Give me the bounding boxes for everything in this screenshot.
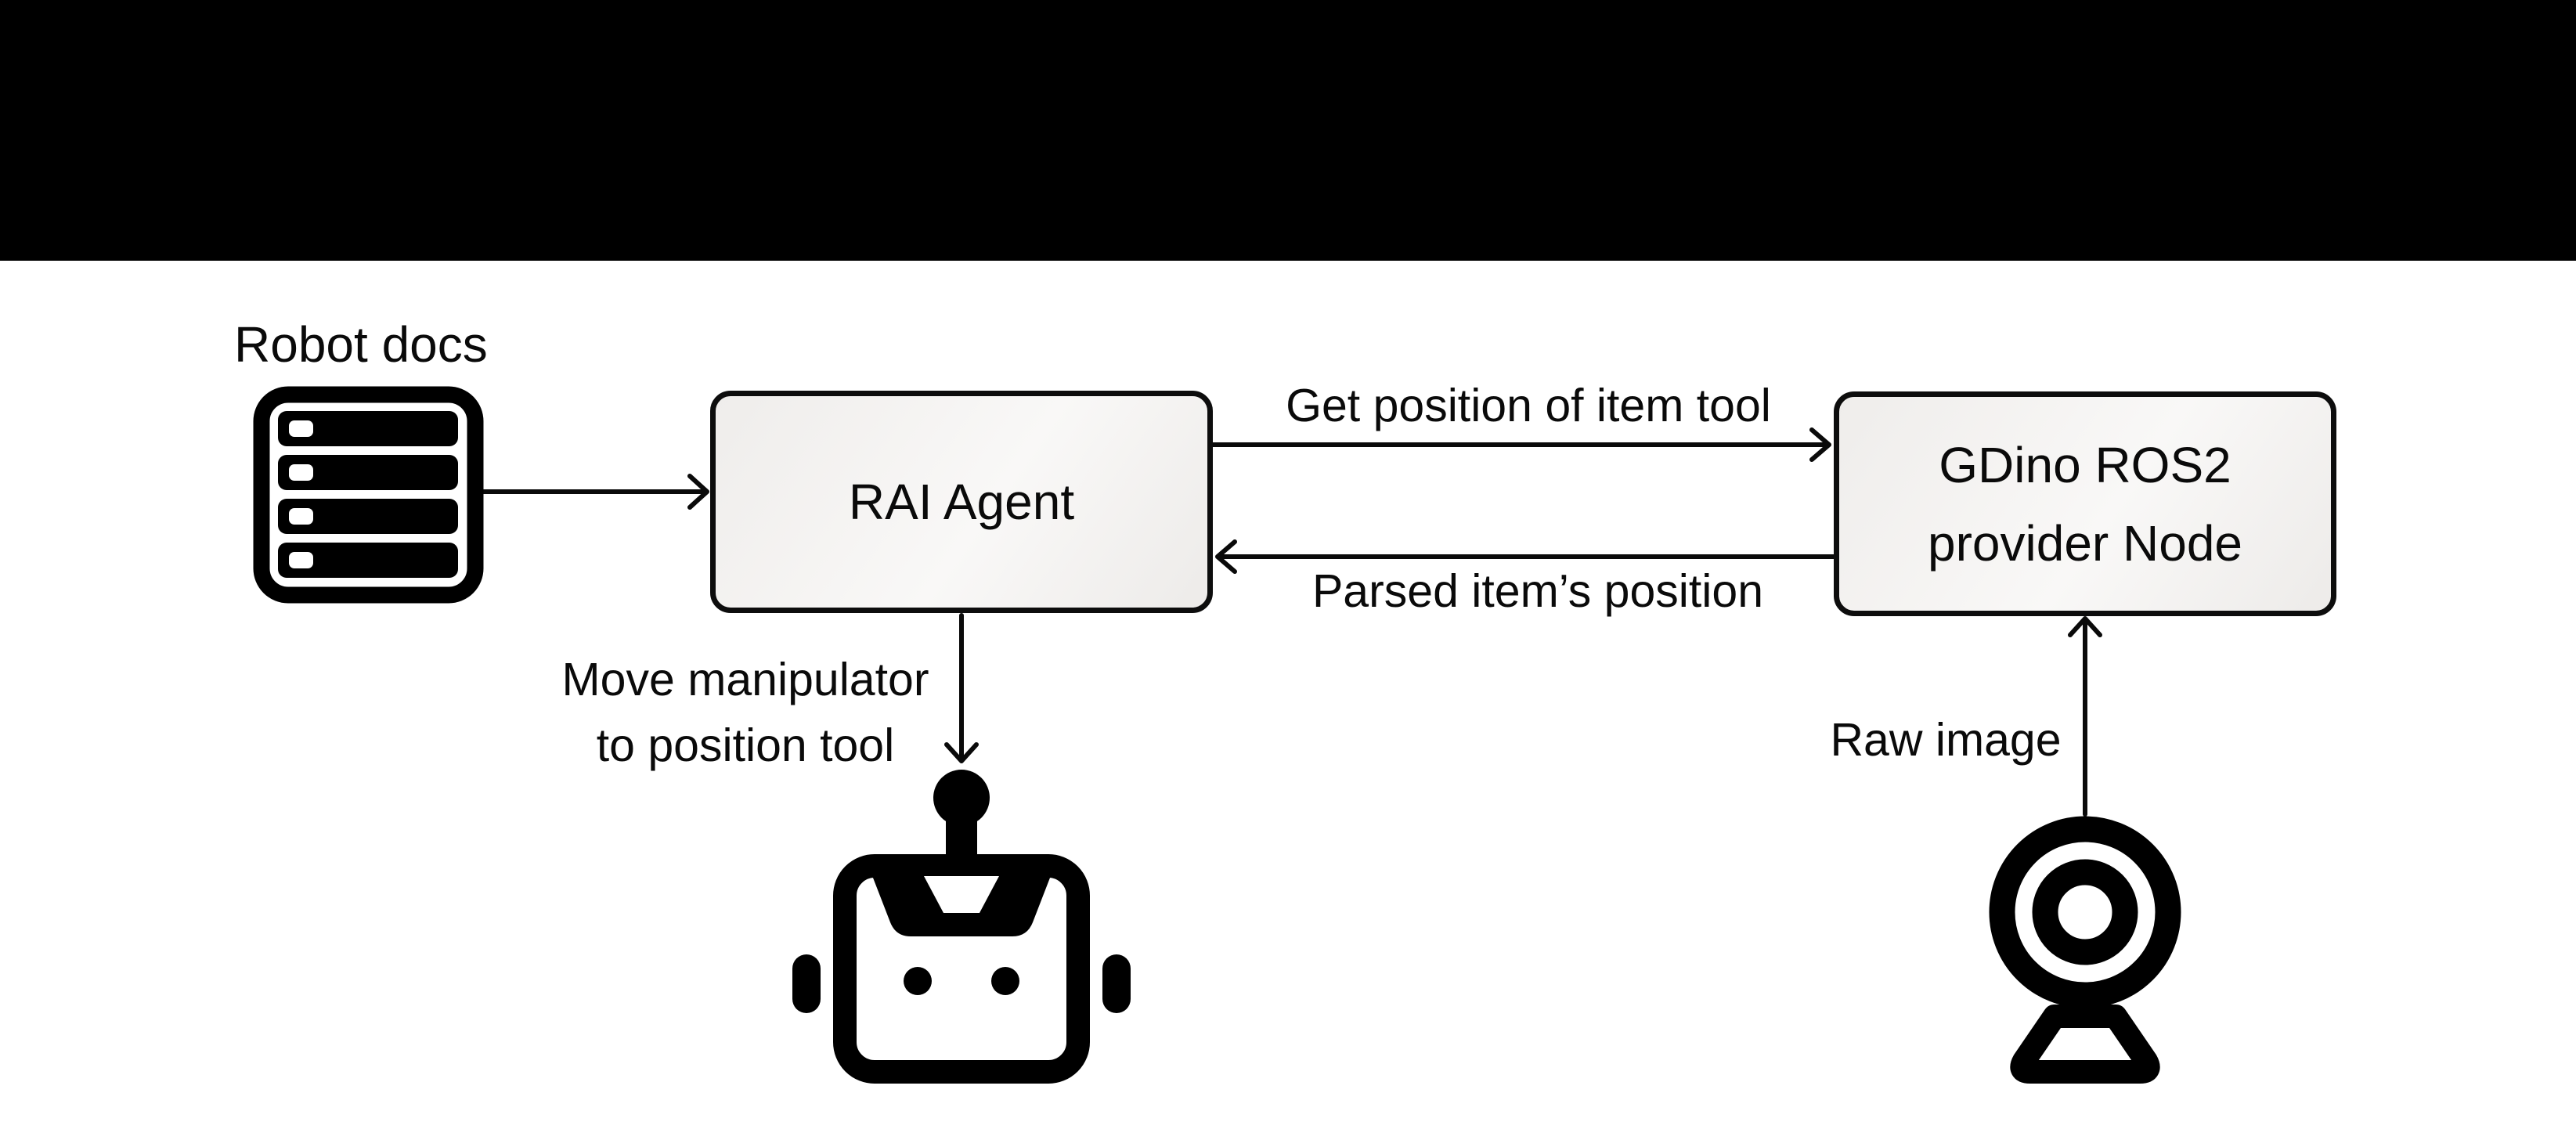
server-icon (253, 386, 484, 604)
robot-docs-label: Robot docs (234, 316, 488, 373)
arrow-raw-image (2068, 616, 2102, 817)
move-manipulator-edge-label: Move manipulator to position tool (561, 654, 929, 771)
robot-icon (792, 770, 1131, 1084)
gdino-label-line1: GDino ROS2 (1939, 436, 2231, 493)
gdino-label-line2: provider Node (1928, 514, 2242, 572)
arrow-parsed-position (1215, 539, 1836, 574)
top-bar (0, 0, 2576, 261)
node-rai-agent: RAI Agent (710, 391, 1213, 613)
arrow-docs-to-agent (456, 474, 709, 510)
arrow-get-position (1210, 427, 1831, 462)
raw-image-edge-label: Raw image (1830, 714, 2062, 766)
arrow-move-manipulator (944, 613, 979, 763)
get-position-edge-label: Get position of item tool (1286, 380, 1771, 431)
rai-agent-label: RAI Agent (848, 474, 1075, 530)
node-gdino-ros2-provider: GDino ROS2 provider Node (1834, 391, 2336, 616)
parsed-position-edge-label: Parsed item’s position (1311, 565, 1764, 617)
webcam-icon (1989, 816, 2181, 1084)
